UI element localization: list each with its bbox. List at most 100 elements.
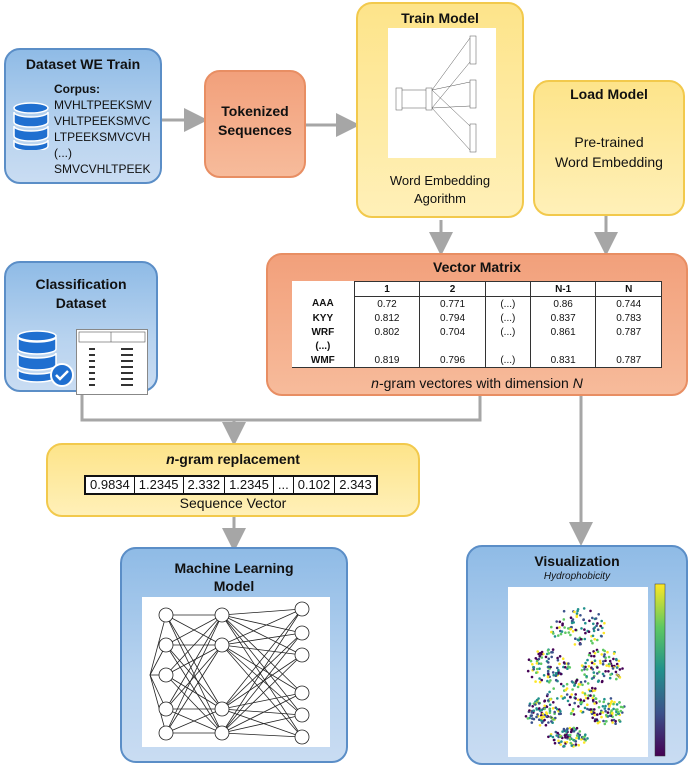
scatter-point [583, 673, 586, 676]
scatter-point [561, 657, 565, 660]
scatter-point [605, 664, 608, 667]
scatter-point [551, 648, 555, 651]
scatter-point [542, 652, 545, 656]
scatter-point [621, 667, 624, 670]
scatter-point [591, 616, 594, 620]
scatter-point [532, 668, 535, 671]
scatter-point [614, 722, 617, 725]
scatter-point [543, 707, 546, 711]
network-node [294, 647, 310, 663]
scatter-point [556, 731, 559, 735]
scatter-point [563, 744, 566, 748]
scatter-point [595, 624, 598, 628]
vector-matrix-title: Vector Matrix [433, 259, 521, 275]
scatter-point [526, 717, 530, 720]
scatter-point [586, 697, 590, 700]
network-edge [221, 614, 303, 716]
scatter-point [534, 703, 537, 706]
network-edge [165, 644, 223, 710]
network-edge [165, 614, 223, 676]
scatter-point [603, 649, 606, 653]
scatter-point [570, 621, 574, 625]
scatter-point [540, 656, 544, 659]
scatter-point [609, 673, 612, 676]
scatter-point [601, 626, 604, 630]
scatter-point [594, 687, 597, 690]
network-node [158, 667, 174, 683]
scatter-point [611, 667, 615, 670]
scatter-point [552, 673, 555, 677]
scatter-point [596, 650, 600, 653]
scatter-point [555, 734, 558, 737]
ngram-title-rest: -gram replacement [174, 451, 300, 467]
scatter-point [603, 697, 606, 701]
arrow-classification-to-replacement [80, 392, 246, 446]
matrix-row-label: (...) [315, 340, 331, 352]
network-edge [149, 614, 167, 676]
scatter-point [593, 708, 596, 711]
scatter-point [591, 716, 594, 720]
scatter-point [593, 637, 596, 641]
scatter-point [554, 674, 558, 677]
scatter-point [616, 708, 619, 711]
scatter-point [591, 667, 595, 671]
scatter-point [621, 706, 625, 709]
scatter-point [582, 618, 585, 621]
network-edge [165, 614, 223, 710]
scatter-point [612, 702, 615, 706]
scatter-point [579, 709, 583, 713]
scatter-point [538, 709, 542, 712]
scatter-point [560, 740, 563, 743]
scatter-point [556, 658, 560, 662]
scatter-point [540, 719, 543, 722]
matrix-cell: (...) [484, 296, 531, 311]
scatter-point [542, 715, 546, 719]
scatter-point [602, 719, 605, 723]
scatter-point [609, 697, 613, 700]
scatter-point [590, 639, 593, 643]
scatter-point [577, 743, 580, 747]
network-edge [149, 674, 167, 734]
scatter-point [543, 718, 546, 722]
scatter-point [586, 737, 589, 740]
scatter-point [577, 705, 580, 708]
scatter-point [586, 682, 590, 685]
scatter-point [586, 707, 589, 711]
scatter-point [565, 730, 568, 733]
arrow-matrix-to-replacement [234, 395, 482, 422]
scatter-point [569, 627, 573, 631]
scatter-point [575, 612, 579, 615]
scatter-point [602, 700, 605, 704]
network-edge [221, 644, 303, 656]
scatter-point [592, 629, 596, 633]
scatter-point [571, 688, 574, 691]
scatter-point [594, 617, 598, 620]
scatter-point [590, 710, 593, 714]
scatter-point [615, 666, 619, 669]
dataset-we-train-title: Dataset WE Train [25, 56, 141, 72]
matrix-cell: 0.771 [419, 296, 486, 311]
scatter-point [610, 700, 614, 703]
scatter-point [608, 659, 612, 663]
scatter-point [615, 662, 619, 666]
scatter-point [602, 674, 606, 678]
scatter-point [555, 707, 559, 711]
classification-title: Classification Dataset [6, 275, 156, 313]
scatter-point [589, 609, 592, 613]
scatter-point [553, 741, 557, 745]
scatter-point [576, 608, 580, 611]
matrix-row-label: WRF [311, 326, 335, 338]
matrix-header-cell: 1 [353, 281, 421, 297]
scatter-point [587, 694, 590, 697]
classification-title-line2: Dataset [55, 295, 107, 311]
corpus-label: Corpus: [54, 82, 100, 96]
scatter-point [566, 699, 570, 703]
scatter-point [564, 631, 567, 634]
scatter-point [602, 660, 605, 663]
scatter-point [592, 689, 595, 692]
visualization-subtitle: Hydrophobicity [543, 571, 611, 582]
scatter-point [538, 718, 541, 721]
sequence-vector-cell: 1.2345 [225, 477, 274, 493]
ml-model-title-line1: Machine Learning [174, 560, 294, 576]
scatter-point [587, 653, 591, 657]
